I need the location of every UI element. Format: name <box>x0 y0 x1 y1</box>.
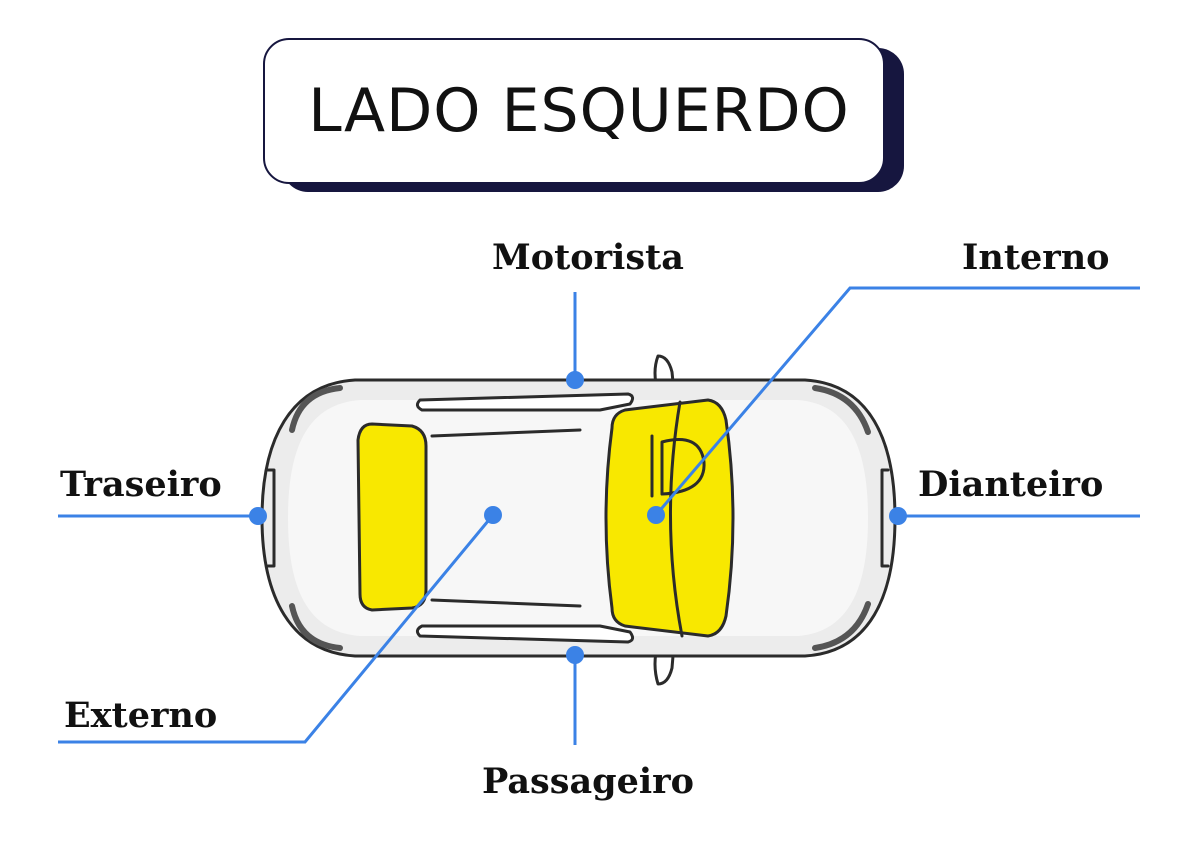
dot-interno <box>647 506 665 524</box>
front-bumper <box>880 468 890 568</box>
label-interno: Interno <box>962 237 1110 278</box>
dot-traseiro <box>249 507 267 525</box>
side-window-top <box>415 392 635 412</box>
rear-window <box>356 422 428 612</box>
rear-bumper <box>266 468 276 568</box>
label-passageiro: Passageiro <box>482 761 694 802</box>
label-motorista: Motorista <box>492 237 684 278</box>
pointer-line-externo <box>58 514 495 744</box>
title-box: LADO ESQUERDO <box>263 38 885 184</box>
side-window-bottom <box>415 624 635 644</box>
dot-externo <box>484 506 502 524</box>
label-externo: Externo <box>64 695 218 736</box>
wheel-arch-front-top <box>812 385 871 435</box>
label-dianteiro: Dianteiro <box>918 464 1104 505</box>
page-title: LADO ESQUERDO <box>308 76 850 146</box>
dot-dianteiro <box>889 507 907 525</box>
roof-line-bottom <box>430 598 582 608</box>
dot-motorista <box>566 371 584 389</box>
wheel-arch-front-bottom <box>812 601 871 651</box>
wheel-arch-rear-bottom <box>289 603 343 651</box>
pointers <box>58 286 1140 745</box>
pointer-line-interno <box>654 286 1140 516</box>
wiper <box>669 400 684 638</box>
label-traseiro: Traseiro <box>60 464 222 505</box>
pointer-dots <box>249 371 907 664</box>
wheel-arch-rear-top <box>289 385 343 433</box>
dot-passageiro <box>566 646 584 664</box>
roof-line-top <box>430 428 582 438</box>
car-top-view <box>260 354 897 686</box>
